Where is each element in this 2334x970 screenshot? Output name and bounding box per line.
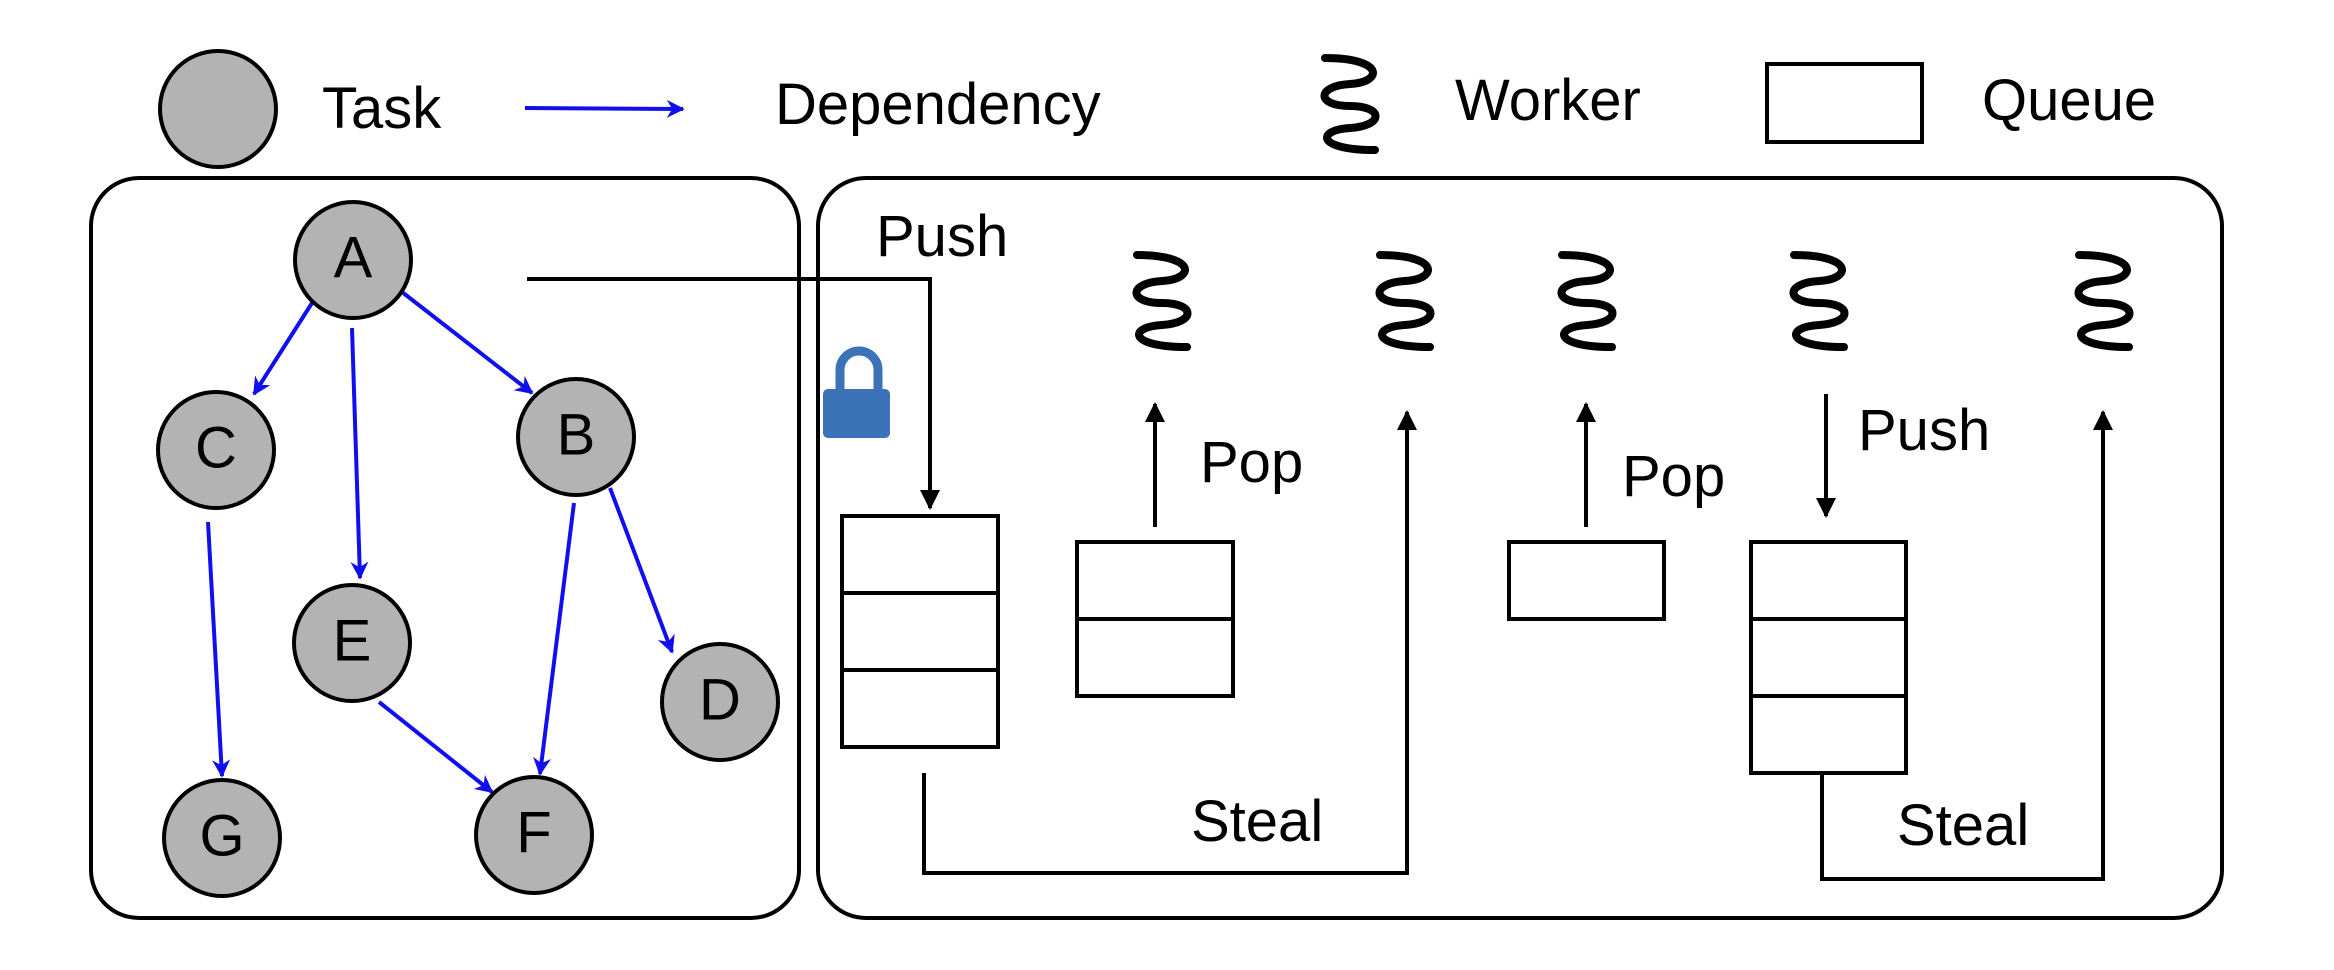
scheduler-panel	[816, 176, 2224, 920]
dependency-edges	[206, 290, 675, 794]
legend-dependency-label: Dependency	[775, 72, 1101, 137]
legend: Task Dependency Worker Queue	[158, 49, 2156, 169]
push-label: Push	[876, 204, 1008, 269]
edge-a-b	[400, 290, 534, 395]
task-node-label: F	[516, 801, 551, 866]
lock-icon	[823, 346, 890, 438]
legend-task-icon	[158, 49, 278, 169]
push-label-2: Push	[1858, 398, 1990, 463]
legend-queue-label: Queue	[1982, 68, 2156, 133]
legend-worker-icon	[1325, 58, 1376, 150]
task-nodes: A B C D E F G	[156, 200, 780, 898]
legend-queue-icon	[1765, 62, 1924, 144]
edge-b-d	[608, 487, 675, 654]
push-connector-arrow	[527, 277, 940, 510]
worker-5-icon	[2079, 255, 2130, 347]
task-node-label: B	[557, 403, 596, 468]
edge-a-e	[350, 327, 369, 580]
task-node-a: A	[293, 200, 413, 320]
queue-1	[840, 514, 1000, 749]
edge-c-g	[206, 521, 231, 778]
task-node-b: B	[516, 377, 636, 497]
task-node-label: E	[333, 609, 372, 674]
worker-4-icon	[1794, 255, 1845, 347]
task-node-e: E	[292, 583, 412, 703]
steal-label-2: Steal	[1897, 793, 2029, 858]
pop-label-2: Pop	[1622, 444, 1725, 509]
queue-4	[1749, 540, 1908, 775]
task-node-f: F	[474, 775, 594, 895]
task-node-c: C	[156, 390, 276, 510]
edge-a-c	[252, 301, 314, 396]
edge-e-f	[377, 700, 494, 794]
worker-2-icon	[1380, 255, 1431, 347]
task-node-label: G	[199, 804, 244, 869]
steal-arrow-1	[922, 410, 1417, 875]
legend-worker-label: Worker	[1455, 68, 1641, 133]
queue-2	[1075, 540, 1235, 698]
task-node-d: D	[660, 642, 780, 762]
task-node-g: G	[162, 778, 282, 898]
worker-1-icon	[1137, 255, 1188, 347]
steal-arrow-2	[1820, 410, 2113, 881]
task-node-label: C	[195, 416, 237, 481]
legend-dependency-arrow-icon	[524, 99, 685, 118]
task-graph-panel	[89, 176, 801, 920]
workers	[1137, 255, 2130, 347]
task-node-label: A	[334, 226, 373, 291]
steal-label-1: Steal	[1191, 789, 1323, 854]
task-node-label: D	[699, 668, 741, 733]
worker-3-icon	[1562, 255, 1613, 347]
edge-b-f	[533, 502, 576, 776]
legend-task-label: Task	[322, 76, 442, 141]
pop-label-1: Pop	[1200, 430, 1303, 495]
queue-3	[1507, 540, 1666, 621]
